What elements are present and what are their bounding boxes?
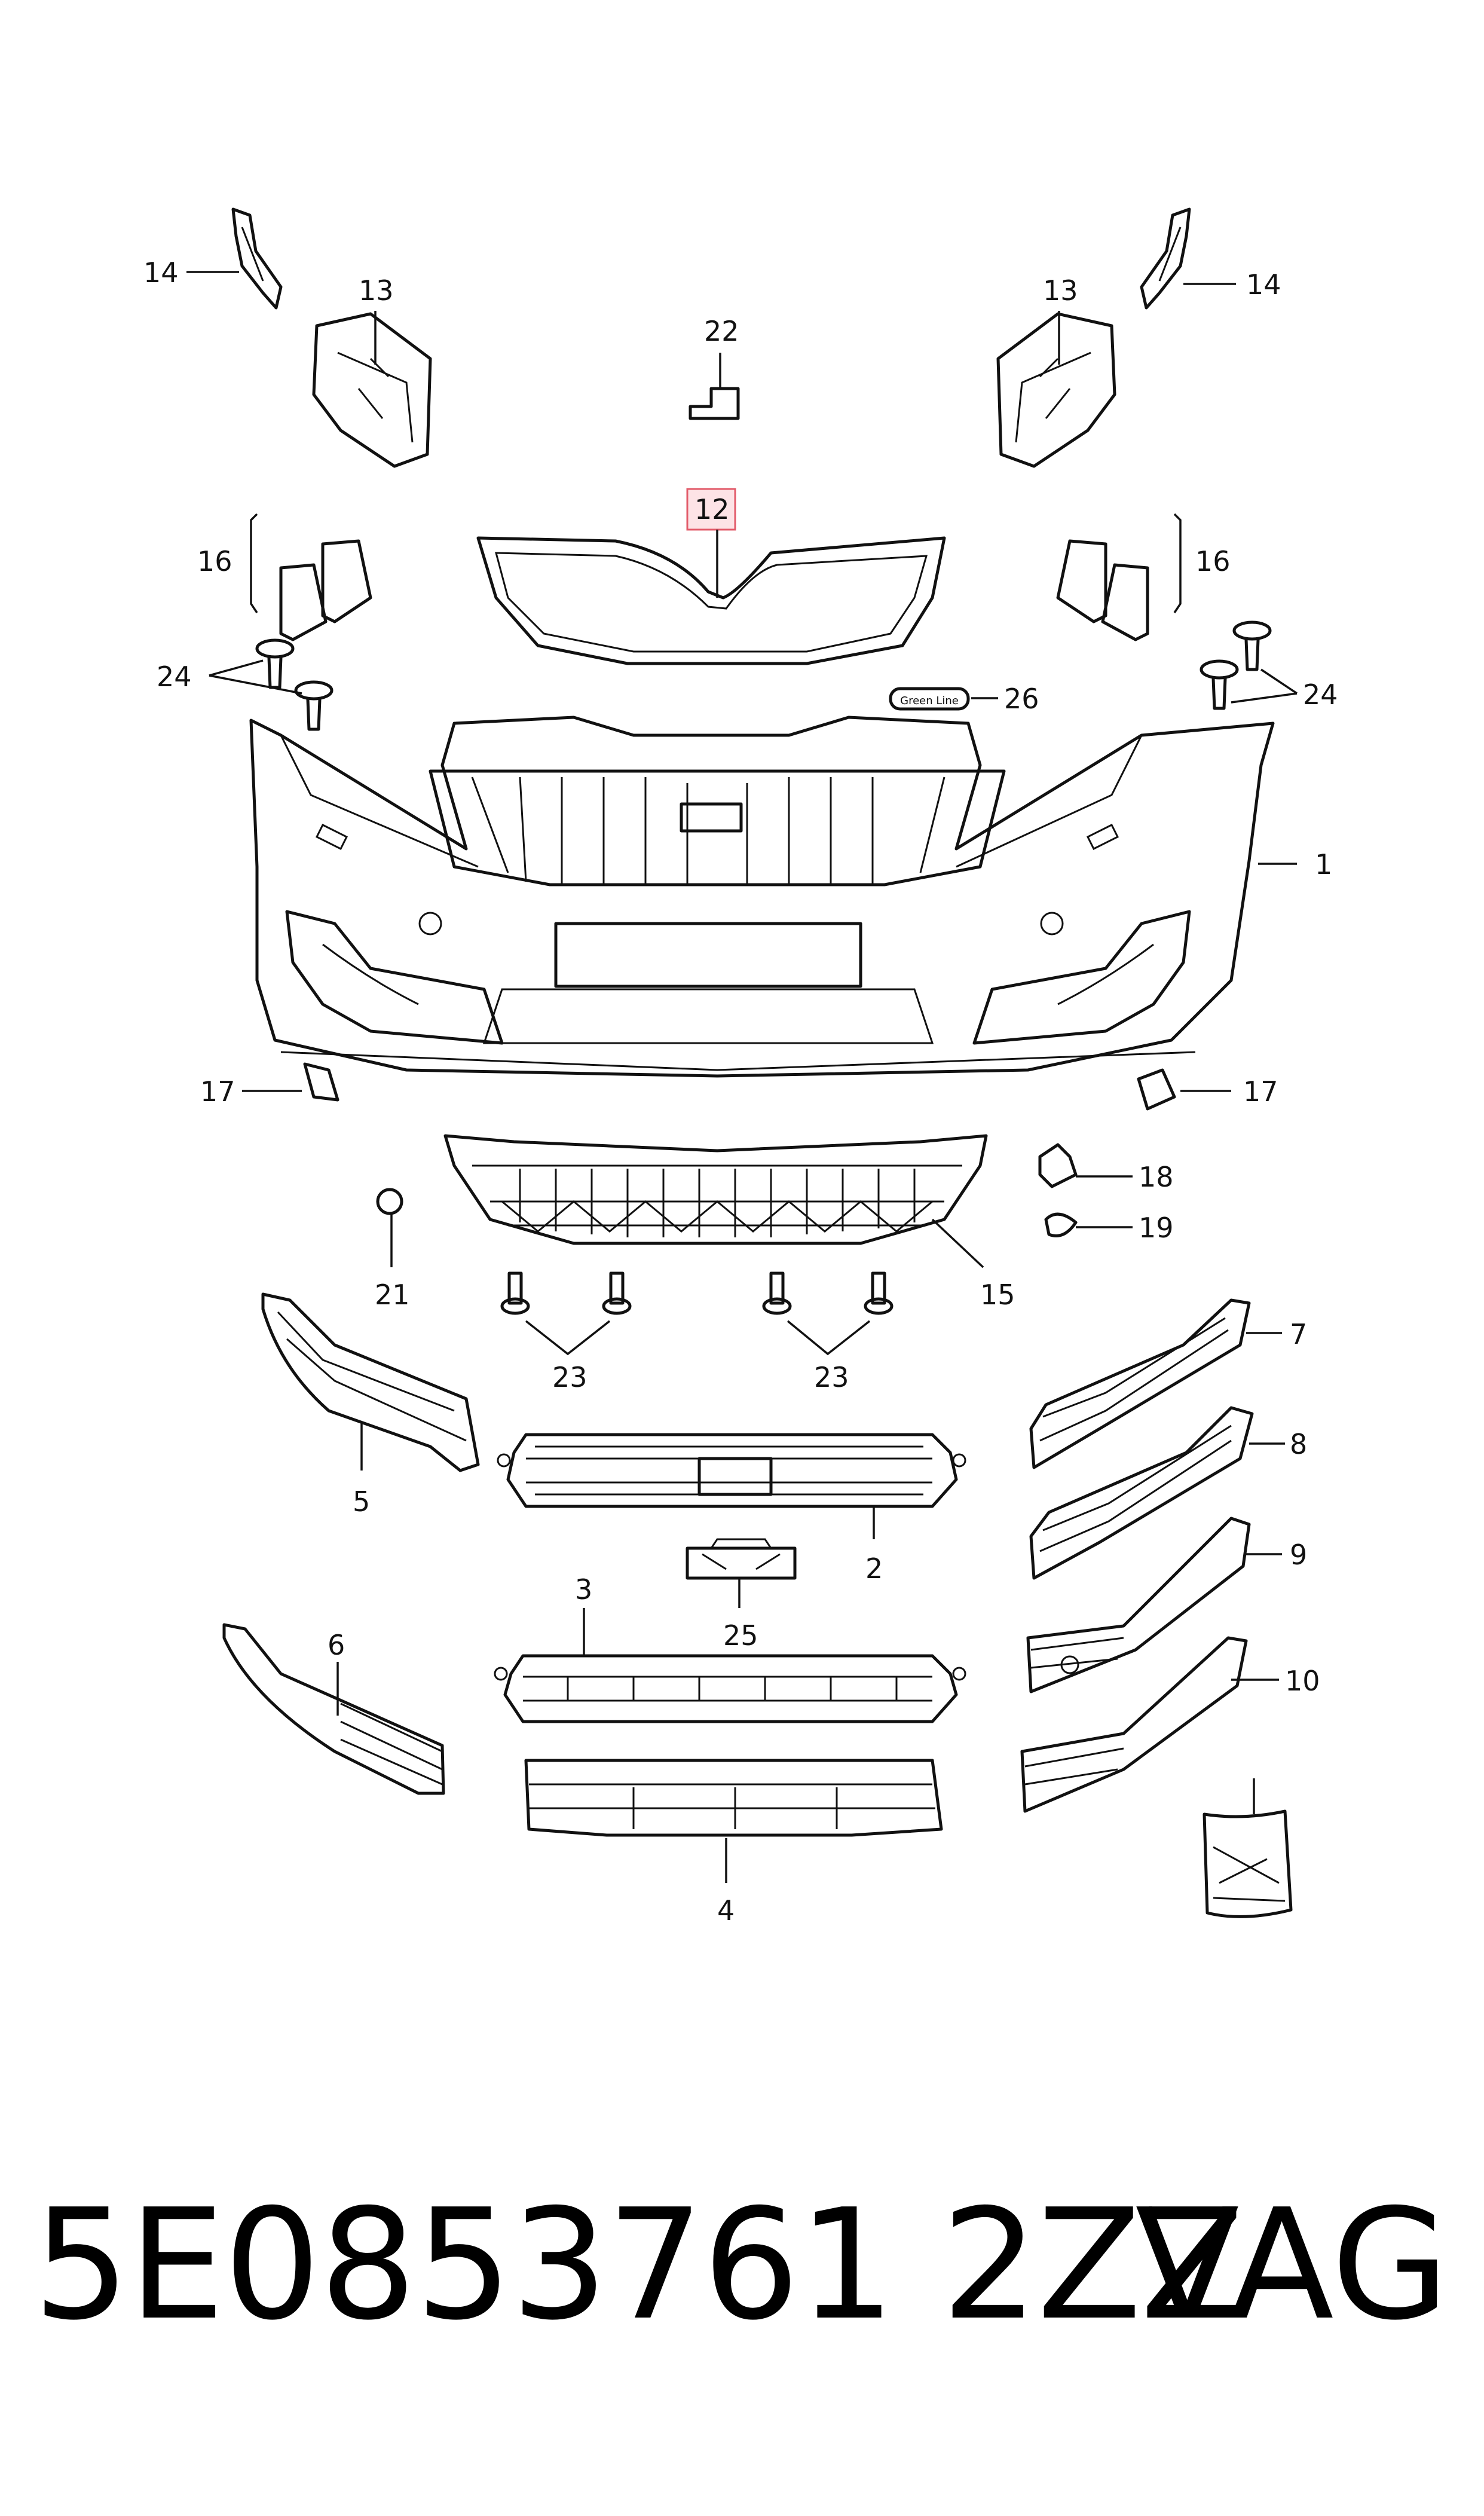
callout-22-right: 23 <box>814 1361 849 1393</box>
callout-13-right: 13 <box>1043 274 1078 307</box>
part-19[interactable] <box>1044 1212 1078 1237</box>
callout-1: 1 <box>1315 848 1332 881</box>
part-26-kit-bag[interactable] <box>1203 1809 1293 1918</box>
part-4-grille[interactable] <box>524 1759 943 1837</box>
part-1-bumper[interactable] <box>249 716 1275 1078</box>
callout-12: 12 <box>694 493 730 525</box>
part-17-left[interactable] <box>303 1062 339 1102</box>
part-12-grille-frame[interactable] <box>476 536 946 665</box>
part-number-text: 5E0853761 2ZZ <box>33 2176 1245 2354</box>
part-24[interactable] <box>686 1538 797 1580</box>
callout-14-right: 14 <box>1246 268 1281 301</box>
callout-25: 26 <box>1004 683 1039 715</box>
part-13-left[interactable] <box>312 312 432 468</box>
part-20[interactable] <box>376 1188 403 1215</box>
callout-15: 15 <box>980 1279 1015 1311</box>
callout-6: 6 <box>328 1629 345 1661</box>
callout-24: 25 <box>723 1619 758 1652</box>
callout-2: 2 <box>865 1552 883 1585</box>
callout-9: 9 <box>1290 1539 1307 1571</box>
callout-21: 22 <box>704 315 739 347</box>
part-3-grille[interactable] <box>494 1654 966 1723</box>
part-9[interactable] <box>1026 1517 1251 1693</box>
part-18[interactable] <box>1038 1143 1078 1188</box>
callout-13-left: 13 <box>359 274 394 307</box>
part-8[interactable] <box>1029 1406 1254 1580</box>
callout-23-left: 24 <box>157 661 192 693</box>
part-5[interactable] <box>261 1292 480 1472</box>
part-16-right[interactable] <box>1056 539 1149 641</box>
part-15-carrier[interactable] <box>443 1134 988 1245</box>
badge-text: Green Line <box>900 695 959 707</box>
part-16-left[interactable] <box>279 539 372 641</box>
part-25-badge[interactable]: Green Line <box>889 687 970 711</box>
callout-5: 5 <box>353 1485 370 1518</box>
callout-22-left: 23 <box>552 1361 588 1393</box>
part-2-grille[interactable] <box>497 1433 966 1508</box>
callout-17-left: 17 <box>200 1075 235 1108</box>
part-6[interactable] <box>222 1623 445 1795</box>
callout-23-right: 24 <box>1303 678 1338 711</box>
callout-18: 18 <box>1139 1161 1174 1193</box>
callout-14-left: 14 <box>143 256 179 289</box>
callout-17-right: 17 <box>1243 1075 1278 1108</box>
parts-diagram: 14 14 13 13 22 12 16 16 <box>143 207 1338 1927</box>
callout-20: 21 <box>375 1279 410 1311</box>
part-14-left[interactable] <box>231 207 283 310</box>
part-13-right[interactable] <box>996 312 1116 468</box>
part-14-right[interactable] <box>1140 207 1191 310</box>
part-10[interactable] <box>1020 1636 1248 1813</box>
part-21[interactable] <box>689 387 740 420</box>
part-23-left-screws[interactable] <box>255 638 333 731</box>
footer: 5E0853761 2ZZ VAG <box>33 2176 1455 2355</box>
part-17-right[interactable] <box>1137 1068 1176 1111</box>
callout-3: 3 <box>575 1573 592 1606</box>
callout-16-left: 16 <box>197 545 232 577</box>
callout-16-right: 16 <box>1195 545 1231 577</box>
part-7[interactable] <box>1029 1298 1251 1469</box>
callout-10: 10 <box>1285 1665 1320 1697</box>
callout-4: 4 <box>717 1894 735 1927</box>
callout-12-box <box>686 488 736 531</box>
part-22-screws[interactable] <box>500 1271 894 1315</box>
callout-8: 8 <box>1290 1428 1307 1460</box>
part-23-right-screws[interactable] <box>1200 620 1272 710</box>
brand-text: VAG <box>1135 2176 1449 2354</box>
callout-19: 19 <box>1139 1212 1174 1244</box>
callout-7: 7 <box>1290 1318 1307 1350</box>
